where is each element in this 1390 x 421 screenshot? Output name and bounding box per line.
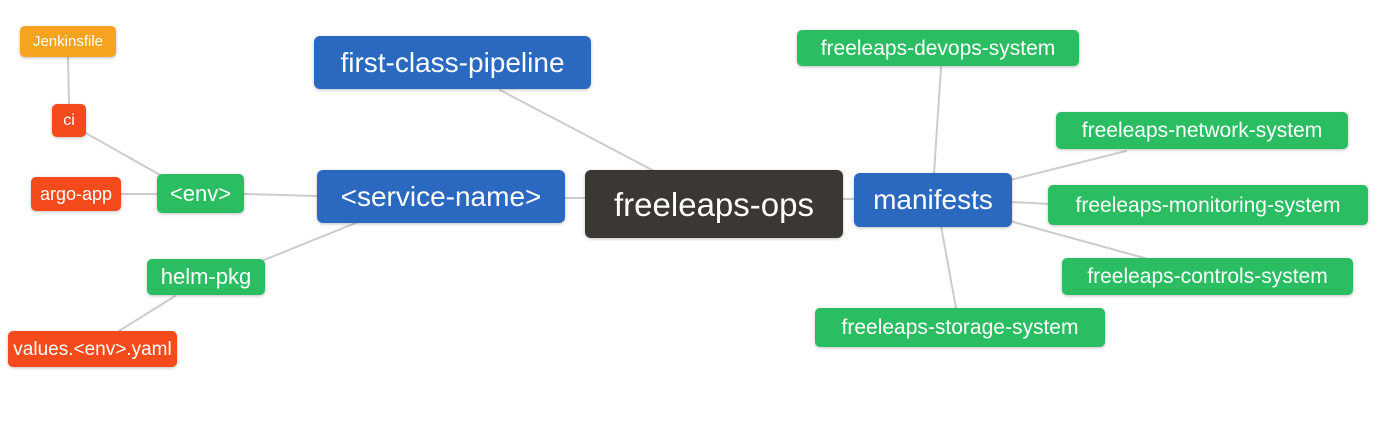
- edge-manifests-controls: [1009, 220, 1149, 260]
- node-root-freeleaps-ops[interactable]: freeleaps-ops: [585, 170, 843, 238]
- edge-firstclasspipeline-root: [499, 89, 657, 173]
- edge-env-servicename: [243, 193, 318, 197]
- edge-helmpkg-servicename: [263, 221, 359, 261]
- node-ci[interactable]: ci: [52, 104, 86, 137]
- node-env[interactable]: <env>: [157, 174, 244, 213]
- node-service-name[interactable]: <service-name>: [317, 170, 565, 223]
- edge-ci-env: [83, 131, 161, 176]
- node-jenkinsfile[interactable]: Jenkinsfile: [20, 26, 116, 57]
- node-first-class-pipeline[interactable]: first-class-pipeline: [314, 36, 591, 89]
- node-values-env-yaml[interactable]: values.<env>.yaml: [8, 331, 177, 367]
- edge-manifests-network: [1009, 150, 1127, 181]
- edge-manifests-devops: [933, 66, 942, 175]
- node-argo-app[interactable]: argo-app: [31, 177, 121, 211]
- node-freeleaps-network-system[interactable]: freeleaps-network-system: [1056, 112, 1348, 149]
- node-freeleaps-controls-system[interactable]: freeleaps-controls-system: [1062, 258, 1353, 295]
- edge-jenkinsfile-ci: [67, 56, 70, 105]
- node-freeleaps-devops-system[interactable]: freeleaps-devops-system: [797, 30, 1079, 66]
- edge-manifests-monitoring: [1009, 201, 1051, 205]
- node-manifests[interactable]: manifests: [854, 173, 1012, 227]
- node-helm-pkg[interactable]: helm-pkg: [147, 259, 265, 295]
- node-freeleaps-monitoring-system[interactable]: freeleaps-monitoring-system: [1048, 185, 1368, 225]
- edge-manifests-storage: [940, 225, 957, 309]
- edge-valuesyaml-helmpkg: [118, 295, 176, 332]
- node-freeleaps-storage-system[interactable]: freeleaps-storage-system: [815, 308, 1105, 347]
